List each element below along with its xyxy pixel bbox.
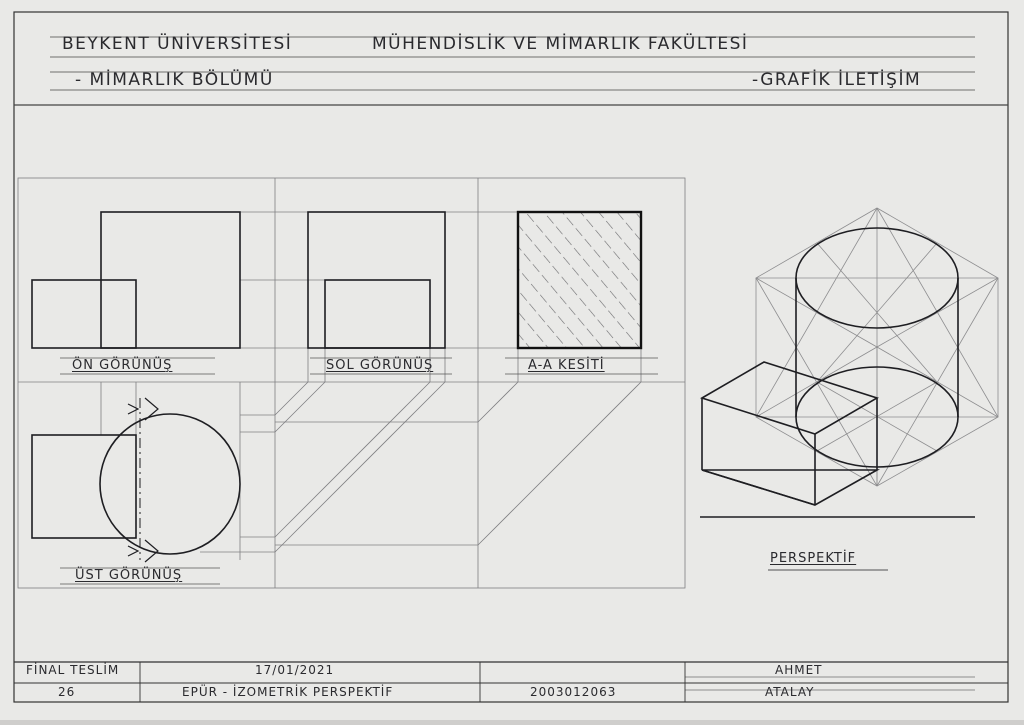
student-first-name: AHMET xyxy=(775,663,823,677)
student-number: 2003012063 xyxy=(530,685,617,699)
sheet-border xyxy=(13,11,1009,703)
section-view-label: A-A KESİTİ xyxy=(528,358,605,373)
label-lines xyxy=(60,357,658,585)
sheet-number: 26 xyxy=(58,685,76,699)
header-box xyxy=(14,36,1008,106)
perspective-solid xyxy=(700,227,975,571)
left-view-label: SOL GÖRÜNÜŞ xyxy=(326,358,434,373)
perspective-label: PERSPEKTİF xyxy=(770,551,857,566)
department-name: - MİMARLIK BÖLÜMÜ xyxy=(75,70,274,90)
drawing-title: EPÜR - İZOMETRİK PERSPEKTİF xyxy=(182,685,394,699)
student-last-name: ATALAY xyxy=(765,685,815,699)
left-view-drawing xyxy=(307,211,446,349)
title-block xyxy=(14,661,1008,702)
faculty-name: MÜHENDİSLİK VE MİMARLIK FAKÜLTESİ xyxy=(372,34,749,54)
top-view-drawing xyxy=(31,397,241,563)
university-name: BEYKENT ÜNİVERSİTESİ xyxy=(62,34,293,54)
front-view-label: ÖN GÖRÜNÜŞ xyxy=(72,358,173,373)
submission-date: 17/01/2021 xyxy=(255,663,335,677)
submission-type: FİNAL TESLİM xyxy=(26,663,120,677)
top-view-label: ÜST GÖRÜNÜŞ xyxy=(75,568,183,583)
front-view-drawing xyxy=(31,211,241,349)
course-name: -GRAFİK İLETİŞİM xyxy=(752,70,922,90)
section-view-drawing xyxy=(516,210,643,350)
